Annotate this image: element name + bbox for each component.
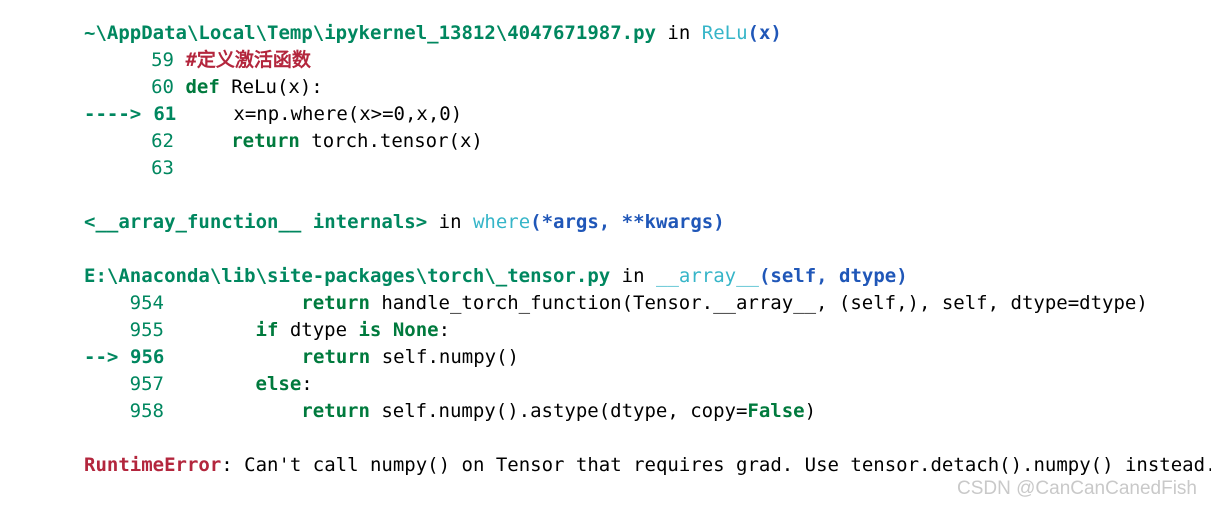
indent <box>164 346 301 368</box>
code-line: 958 return self.numpy().astype(dtype, co… <box>84 398 1194 425</box>
frame-header-3: E:\Anaconda\lib\site-packages\torch\_ten… <box>84 263 1194 290</box>
indent <box>164 373 256 395</box>
frame-func: __array__ <box>656 265 759 287</box>
indent <box>164 292 301 314</box>
code-text: : <box>438 319 451 341</box>
line-number: 958 <box>129 400 164 422</box>
code-keyword: return <box>301 400 370 422</box>
code-text: : <box>301 373 313 395</box>
frame-in: in <box>621 265 645 287</box>
indent <box>164 400 301 422</box>
code-line: 60 def ReLu(x): <box>84 74 1194 101</box>
frame-func: where <box>472 211 531 233</box>
frame-name: <__array_function__ internals> <box>84 211 428 233</box>
code-text: self.numpy() <box>370 346 519 368</box>
code-keyword: else <box>255 373 302 395</box>
line-number: 955 <box>129 319 164 341</box>
code-keyword: def <box>185 76 220 98</box>
watermark: CSDN @CanCanCanedFish <box>957 478 1197 499</box>
code-line: 957 else: <box>84 371 1194 398</box>
code-line-current: --> 956 return self.numpy() <box>84 344 1194 371</box>
code-comment: #定义激活函数 <box>185 49 311 71</box>
code-text: torch.tensor(x) <box>299 130 483 152</box>
line-number: 60 <box>151 76 174 98</box>
frame-args: (x) <box>747 22 782 44</box>
code-text: ) <box>804 400 817 422</box>
frame-path: E:\Anaconda\lib\site-packages\torch\_ten… <box>84 265 611 287</box>
code-keyword: return <box>301 292 370 314</box>
line-number: 59 <box>151 49 174 71</box>
code-keyword: if <box>255 319 279 341</box>
code-line: 955 if dtype is None: <box>84 317 1194 344</box>
frame-args: (*args, **kwargs) <box>530 211 725 233</box>
code-line: 63 <box>84 155 1194 182</box>
line-number: 956 <box>130 346 165 368</box>
indent <box>164 319 256 341</box>
code-text: self.numpy().astype(dtype, copy= <box>369 400 748 422</box>
code-text: x=np.where(x>=0,x,0) <box>233 103 463 125</box>
code-keyword: return <box>231 130 300 152</box>
code-line: 954 return handle_torch_function(Tensor.… <box>84 290 1194 317</box>
code-keyword: return <box>301 346 371 368</box>
frame-in: in <box>667 22 691 44</box>
line-number: 61 <box>153 103 177 125</box>
frame-header-1: ~\AppData\Local\Temp\ipykernel_13812\404… <box>84 20 1194 47</box>
code-text: dtype <box>278 319 359 341</box>
error-message: : Can't call numpy() on Tensor that requ… <box>221 454 1211 476</box>
error-type: RuntimeError <box>84 454 222 476</box>
traceback-output: ~\AppData\Local\Temp\ipykernel_13812\404… <box>84 20 1211 479</box>
frame-path: ~\AppData\Local\Temp\ipykernel_13812\404… <box>84 22 656 44</box>
line-number: 63 <box>151 157 174 179</box>
frame-header-2: <__array_function__ internals> in where(… <box>84 209 1194 236</box>
line-number: 957 <box>129 373 164 395</box>
current-line-arrow: --> <box>84 346 119 368</box>
code-keyword: None <box>392 319 439 341</box>
code-text: ReLu(x): <box>219 76 323 98</box>
code-text <box>381 319 392 341</box>
code-keyword: is <box>358 319 382 341</box>
code-text: handle_torch_function(Tensor.__array__, … <box>369 292 1148 314</box>
line-number: 62 <box>151 130 174 152</box>
code-line: 62 return torch.tensor(x) <box>84 128 1194 155</box>
error-line: RuntimeError: Can't call numpy() on Tens… <box>84 452 1211 479</box>
frame-func: ReLu <box>701 22 748 44</box>
code-line: 59 #定义激活函数 <box>84 47 1194 74</box>
code-keyword: False <box>747 400 805 422</box>
line-number: 954 <box>129 292 164 314</box>
frame-in: in <box>438 211 462 233</box>
frame-args: (self, dtype) <box>758 265 908 287</box>
code-line-current: ----> 61 x=np.where(x>=0,x,0) <box>84 101 1194 128</box>
current-line-arrow: ----> <box>84 103 142 125</box>
